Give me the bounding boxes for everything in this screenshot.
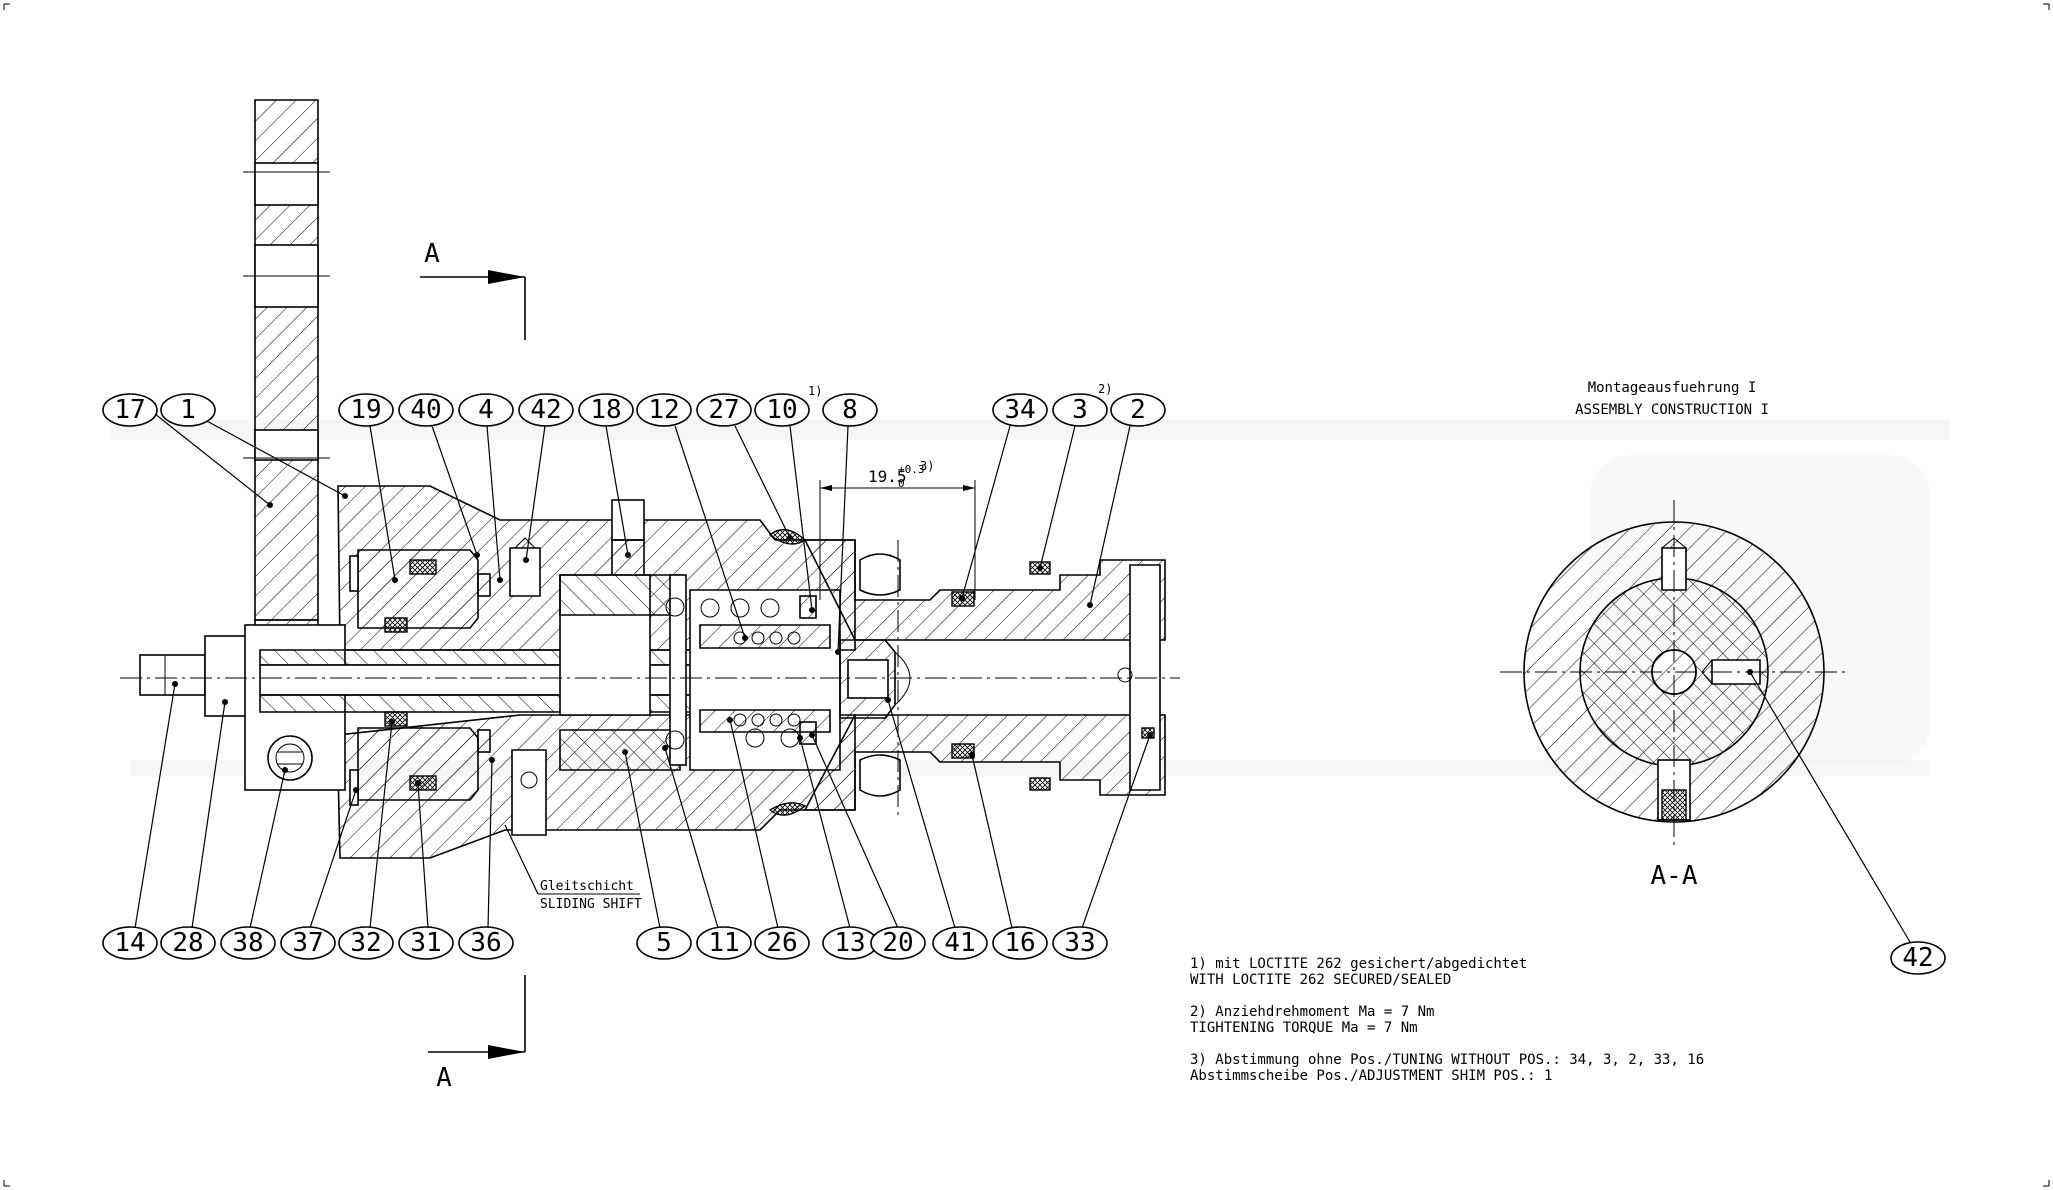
dimension-19-5: 19.5 +0.3 0 3) [819,459,976,600]
section-cut-top: A [420,239,526,340]
callout-42-section: 42 [1747,669,1946,975]
callout-31: 31 [398,780,454,960]
callout-4: 4 [458,393,514,583]
svg-text:10: 10 [766,395,797,425]
callout-40: 40 [398,393,480,558]
callout-34: 34 [959,393,1048,601]
callout-33: 33 [1052,732,1153,960]
note-ref-item-10: 1) [808,384,822,398]
assembly-title-en: ASSEMBLY CONSTRUCTION I [1575,402,1769,418]
callout-28: 28 [160,699,228,960]
dimension-note-ref: 3) [920,459,934,473]
callout-3: 3 [1037,393,1108,571]
callout-42-top: 42 [518,393,574,563]
svg-text:19: 19 [350,395,381,425]
svg-text:33: 33 [1064,928,1095,958]
svg-text:28: 28 [172,928,203,958]
callout-12: 12 [636,393,748,641]
svg-text:20: 20 [882,928,913,958]
svg-text:38: 38 [232,928,263,958]
svg-text:1: 1 [180,395,196,425]
svg-text:18: 18 [590,395,621,425]
dimension-value: 19.5 [868,467,907,486]
svg-text:36: 36 [470,928,501,958]
svg-text:17: 17 [114,395,145,425]
callout-27: 27 [696,393,793,541]
svg-text:26: 26 [766,928,797,958]
callout-38: 38 [220,767,288,960]
svg-text:2: 2 [1130,395,1146,425]
svg-text:40: 40 [410,395,441,425]
callout-13: 13 [797,735,878,960]
note-2-line-2: TIGHTENING TORQUE Ma = 7 Nm [1190,1020,1418,1036]
callout-10: 10 [754,393,815,613]
svg-text:4: 4 [478,395,494,425]
note-1-line-1: 1) mit LOCTITE 262 gesichert/abgedichtet [1190,956,1527,972]
callout-11: 11 [662,745,752,960]
svg-text:34: 34 [1004,395,1035,425]
svg-text:13: 13 [834,928,865,958]
section-letter-bottom: A [436,1063,452,1093]
callout-1: 1 [160,393,348,499]
section-cut-bottom: A [428,975,526,1093]
sliding-note-de: Gleitschicht [540,879,634,894]
callout-36: 36 [458,757,514,960]
svg-text:32: 32 [350,928,381,958]
svg-text:8: 8 [842,395,858,425]
callout-26: 26 [727,717,810,960]
callout-41: 41 [885,697,988,960]
svg-text:37: 37 [292,928,323,958]
svg-text:11: 11 [708,928,739,958]
note-1-line-2: WITH LOCTITE 262 SECURED/SEALED [1190,972,1451,988]
sliding-shift-note: Gleitschicht SLIDING SHIFT [504,824,642,912]
callout-17: 17 [102,393,273,508]
section-label: A-A [1651,861,1698,891]
callout-8: 8 [822,393,878,655]
svg-text:42: 42 [1902,943,1933,973]
callout-37: 37 [280,787,359,960]
svg-text:5: 5 [656,928,672,958]
svg-text:27: 27 [708,395,739,425]
callout-19: 19 [338,393,398,583]
svg-text:12: 12 [648,395,679,425]
callout-2: 2 [1087,393,1166,608]
svg-text:42: 42 [530,395,561,425]
dimension-tol-lower: 0 [898,477,905,490]
svg-text:41: 41 [944,928,975,958]
callout-16: 16 [969,752,1048,960]
callout-5: 5 [622,749,692,960]
section-a-a-view: Montageausfuehrung I ASSEMBLY CONSTRUCTI… [1500,380,1946,975]
assembly-title-de: Montageausfuehrung I [1588,380,1757,396]
sliding-note-en: SLIDING SHIFT [540,897,642,912]
callout-18: 18 [578,393,634,558]
note-ref-item-3: 2) [1098,382,1112,396]
callout-32: 32 [338,719,395,960]
svg-text:14: 14 [114,928,145,958]
callout-20: 20 [809,732,926,960]
callouts-top: 17 1 19 40 4 42 18 12 27 10 8 34 3 2 [102,393,1166,655]
note-3-line-2: Abstimmscheibe Pos./ADJUSTMENT SHIM POS.… [1190,1068,1552,1084]
dimension-tol-upper: +0.3 [898,463,925,476]
svg-text:31: 31 [410,928,441,958]
note-3-line-1: 3) Abstimmung ohne Pos./TUNING WITHOUT P… [1190,1052,1704,1068]
notes-block: 1) mit LOCTITE 262 gesichert/abgedichtet… [1190,956,1704,1084]
callout-14: 14 [102,681,178,960]
note-2-line-1: 2) Anziehdrehmoment Ma = 7 Nm [1190,1004,1434,1020]
section-letter-top: A [424,239,440,269]
svg-text:3: 3 [1072,395,1088,425]
svg-text:16: 16 [1004,928,1035,958]
frame-corner-marks [3,3,2050,1187]
callouts-bottom: 14 28 38 37 32 31 36 5 11 26 13 20 41 16… [102,681,1153,960]
main-assembly-section [120,99,1180,859]
